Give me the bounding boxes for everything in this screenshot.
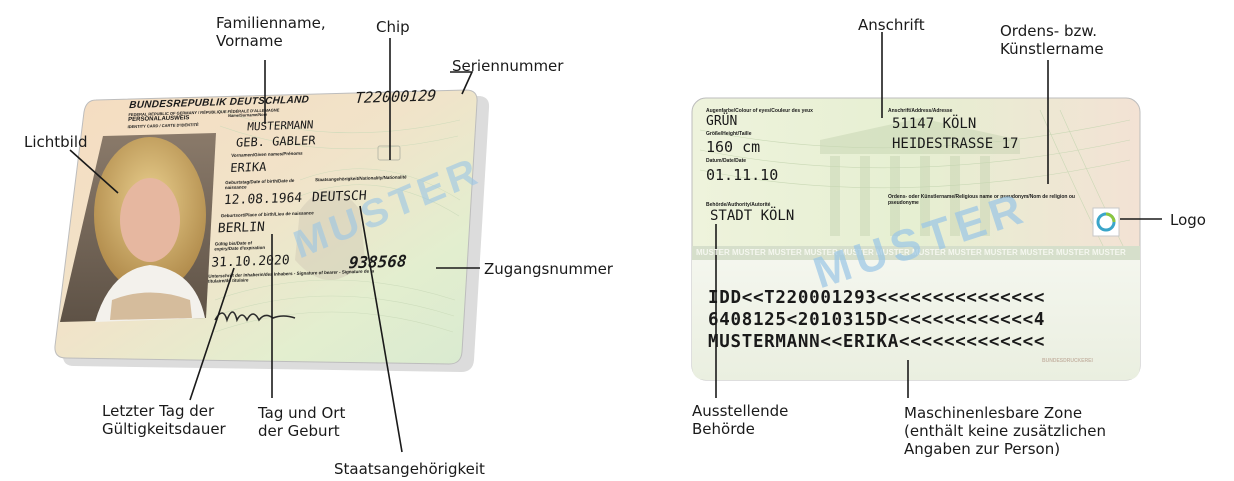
- callout-chip: Chip: [376, 18, 410, 36]
- front-nat-label: Staatsangehörigkeit/Nationality/National…: [315, 175, 395, 183]
- front-can: 938568: [348, 251, 407, 272]
- callout-letzter-tag: Letzter Tag der Gültigkeitsdauer: [102, 402, 226, 438]
- back-card-text: Augenfarbe/Colour of eyes/Couleur des ye…: [692, 98, 1140, 380]
- back-date-label: Datum/Date/Date: [706, 158, 746, 164]
- mrz-line-1: IDD<<T220001293<<<<<<<<<<<<<<<: [708, 288, 1045, 308]
- front-card-text: BUNDESREPUBLIK DEUTSCHLAND FEDERAL REPUB…: [81, 83, 470, 355]
- front-pob: BERLIN: [217, 220, 265, 237]
- back-eyes: GRÜN: [706, 114, 737, 129]
- callout-logo: Logo: [1170, 211, 1206, 229]
- front-serial: T22000129: [354, 86, 437, 107]
- back-height-label: Größe/Height/Taille: [706, 131, 751, 137]
- callout-mrz: Maschinenlesbare Zone (enthält keine zus…: [904, 404, 1106, 458]
- back-printer: BUNDESDRUCKEREI: [1042, 358, 1093, 364]
- front-surname: MUSTERMANN: [247, 118, 314, 133]
- back-height: 160 cm: [706, 138, 760, 156]
- callout-zugangsnummer: Zugangsnummer: [484, 260, 613, 278]
- callout-anschrift: Anschrift: [858, 16, 925, 34]
- callout-staatsangehoerigkeit: Staatsangehörigkeit: [334, 460, 485, 478]
- front-given-label: Vornamen/Given names/Prénoms: [231, 151, 303, 158]
- callout-ausstellende: Ausstellende Behörde: [692, 402, 788, 438]
- front-dob: 12.08.1964: [223, 191, 302, 209]
- front-name-label: Name/Surname/Nom: [228, 112, 267, 118]
- front-watermark: MUSTER: [288, 149, 486, 268]
- mrz-line-3: MUSTERMANN<<ERIKA<<<<<<<<<<<<<: [708, 332, 1045, 352]
- callout-seriennummer: Seriennummer: [452, 57, 563, 75]
- back-date: 01.11.10: [706, 166, 778, 184]
- front-expiry: 31.10.2020: [211, 253, 290, 271]
- front-pob-label: Geburtsort/Place of birth/Lieu de naissa…: [221, 210, 314, 218]
- front-doc-type-sub: IDENTITY CARD / CARTE D'IDENTITÉ: [127, 122, 198, 129]
- front-expiry-label: Gültig bis/Date of expiry/Date d'expirat…: [214, 240, 275, 252]
- back-authority: STADT KÖLN: [710, 208, 794, 224]
- callout-familienname: Familienname, Vorname: [216, 14, 326, 50]
- front-dob-label: Geburtstag/Date of birth/Date de naissan…: [225, 178, 306, 191]
- mrz-line-2: 6408125<2010315D<<<<<<<<<<<<<4: [708, 310, 1045, 330]
- front-given: ERIKA: [230, 160, 267, 175]
- callout-ordensname: Ordens- bzw. Künstlername: [1000, 22, 1104, 58]
- callout-lichtbild: Lichtbild: [24, 133, 88, 151]
- back-address-street: HEIDESTRASSE 17: [892, 136, 1018, 152]
- back-address-label: Anschrift/Address/Adresse: [888, 108, 952, 114]
- front-birth-name: GEB. GABLER: [236, 133, 316, 150]
- callout-tag-ort: Tag und Ort der Geburt: [258, 404, 345, 440]
- back-address-city: 51147 KÖLN: [892, 116, 976, 132]
